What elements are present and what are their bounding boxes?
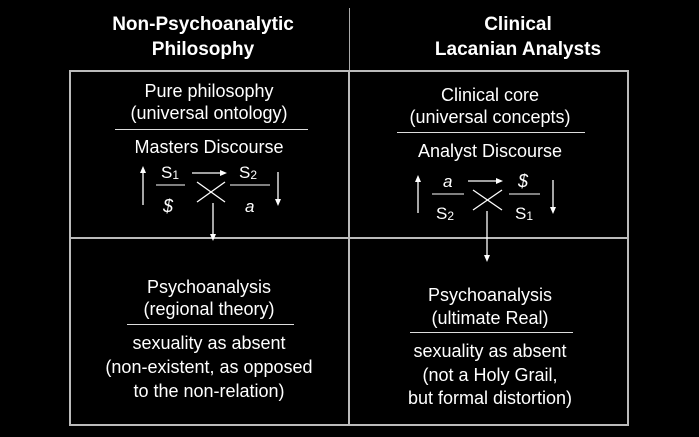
master-signifier: S1 (161, 163, 179, 182)
right-column-header: Clinical Lacanian Analysts (358, 12, 678, 62)
holy-grail-label: (not a Holy Grail, (422, 365, 558, 385)
clinical-core-label: Clinical core (440, 85, 540, 105)
analyst-discourse-schema: a $ S2 S1 (415, 171, 556, 262)
right-top-rule (397, 132, 585, 133)
psychoanalysis-label-left: Psychoanalysis (146, 277, 272, 297)
analyst-discourse-label: Analyst Discourse (417, 141, 563, 161)
ultimate-real-label: (ultimate Real) (431, 308, 549, 328)
universal-concepts-label: (universal concepts) (409, 107, 571, 127)
sexuality-absent-left: sexuality as absent (132, 333, 286, 353)
regional-theory-label: (regional theory) (143, 299, 275, 319)
non-relation-label: to the non-relation) (133, 381, 285, 401)
header-divider (349, 8, 350, 70)
non-existent-label: (non-existent, as opposed (105, 357, 313, 377)
knowledge-signifier: S2 (239, 163, 257, 182)
left-header-line2: Philosophy (151, 39, 255, 60)
masters-discourse-label: Masters Discourse (134, 137, 284, 157)
barred-subject-symbol: $ (162, 196, 174, 216)
left-top-rule (115, 129, 308, 130)
barred-subject-symbol-analyst: $ (517, 171, 529, 191)
master-signifier-analyst: S1 (515, 204, 533, 223)
pure-philosophy-label: Pure philosophy (144, 81, 274, 101)
left-column-header: Non-Psychoanalytic Philosophy (43, 12, 363, 62)
sexuality-absent-right: sexuality as absent (413, 341, 567, 361)
left-header-line1: Non-Psychoanalytic (112, 14, 294, 35)
masters-discourse-schema: S1 S2 $ a (140, 163, 281, 241)
right-bottom-rule (410, 332, 573, 333)
formal-distortion-label: but formal distortion) (407, 388, 573, 408)
right-header-line2: Lacanian Analysts (434, 39, 602, 60)
universal-ontology-label: (universal ontology) (130, 103, 288, 123)
right-header-line1: Clinical (484, 14, 552, 35)
grid-vertical-divider (348, 70, 350, 426)
left-bottom-rule (127, 324, 294, 325)
object-a-symbol-analyst: a (443, 172, 452, 191)
object-a-symbol: a (245, 197, 254, 216)
psychoanalysis-label-right: Psychoanalysis (427, 285, 553, 305)
knowledge-signifier-analyst: S2 (436, 204, 454, 223)
